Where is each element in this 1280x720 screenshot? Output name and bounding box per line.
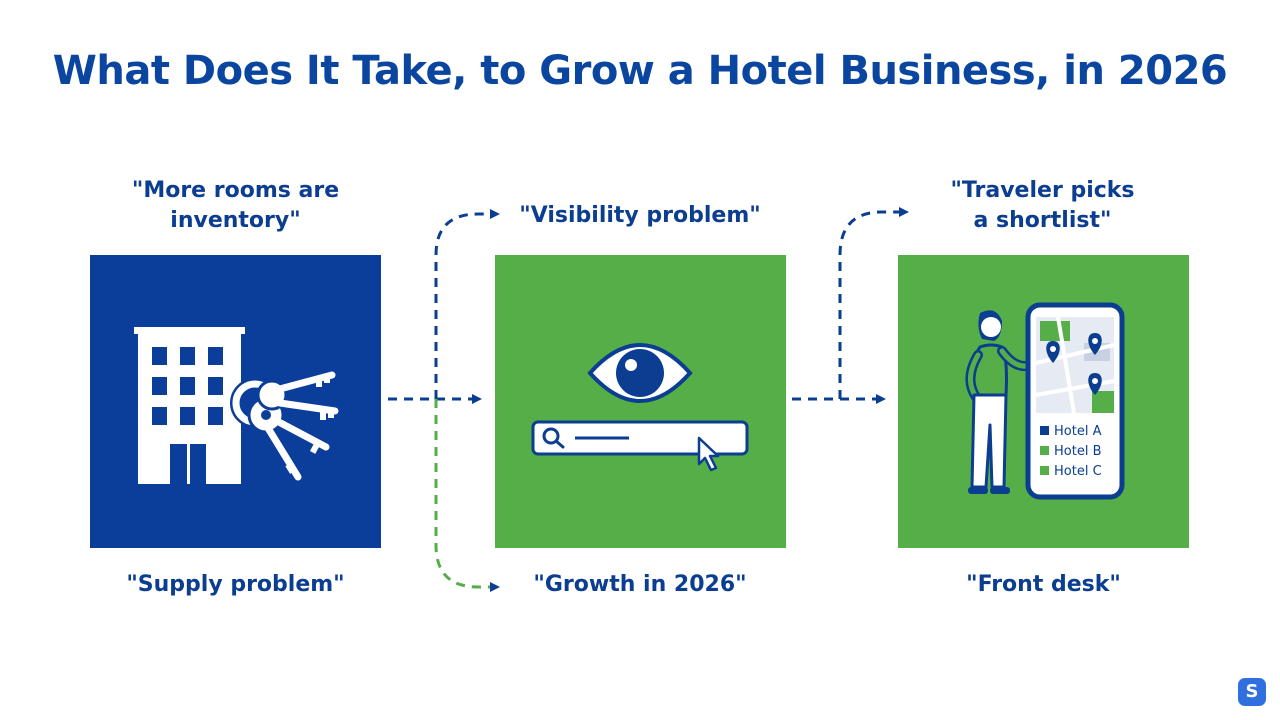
- hotel-c-label: Hotel C: [1054, 464, 1102, 479]
- traveler-figure-icon: [965, 310, 1041, 494]
- stage-3-bottom-caption: "Front desk": [966, 572, 1121, 597]
- stage-1-bottom-caption: "Supply problem": [126, 572, 345, 597]
- hotel-with-keys-icon: [134, 327, 339, 484]
- page-title: What Does It Take, to Grow a Hotel Busin…: [52, 48, 1228, 94]
- traveler-phone-map-icon: Hotel A Hotel B Hotel C: [965, 302, 1125, 500]
- stage-2-top-caption: "Visibility problem": [519, 203, 761, 228]
- hotel-a-label: Hotel A: [1054, 424, 1102, 439]
- brand-s-icon[interactable]: S: [1238, 678, 1266, 706]
- panel-visibility: [495, 255, 786, 548]
- panel-supply: [90, 255, 381, 548]
- panel-shortlist: Hotel A Hotel B Hotel C: [898, 255, 1189, 548]
- arrow-up-to-visibility: [434, 209, 500, 399]
- eye-and-search-icon: [531, 343, 749, 472]
- map-screen-icon: [1035, 316, 1115, 414]
- stage-2-bottom-caption: "Growth in 2026": [533, 572, 747, 597]
- hotel-b-label: Hotel B: [1054, 444, 1102, 459]
- arrow-down-to-growth: [434, 399, 500, 592]
- arrow-up-to-shortlist: [838, 207, 909, 399]
